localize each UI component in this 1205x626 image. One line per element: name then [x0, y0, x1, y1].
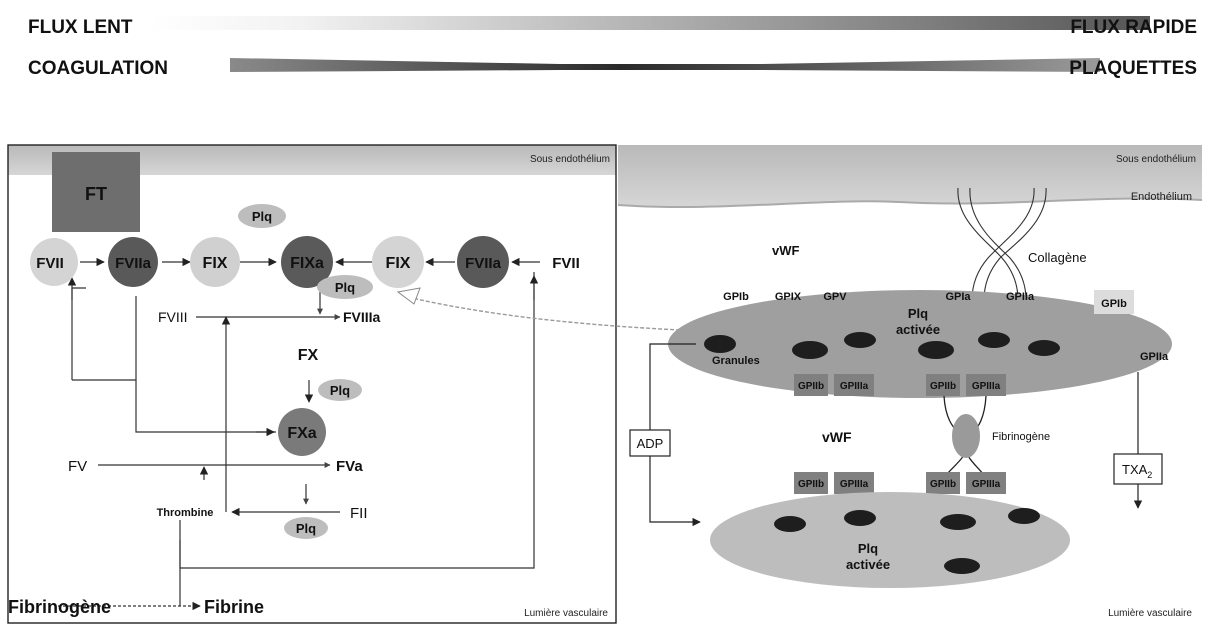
- gpiiia-bottom-1: GPIIIa: [840, 479, 869, 490]
- fx-label: FX: [298, 347, 319, 364]
- fv-label: FV: [68, 458, 87, 475]
- fviia-left-label: FVIIa: [115, 255, 152, 272]
- collagen-fibers: [957, 187, 1047, 301]
- fxa-label: FXa: [287, 425, 316, 442]
- lumiere-vasculaire-right-label: Lumière vasculaire: [1108, 608, 1192, 619]
- platelet-panel: Sous endothélium Endothélium Collagène v…: [617, 145, 1203, 619]
- adp-label: ADP: [637, 436, 664, 451]
- fvii-left-node: [30, 238, 78, 286]
- plq-activee-top-line1: Plq: [908, 306, 928, 321]
- fix-left-label: FIX: [203, 255, 228, 272]
- gpiiia-top-1: GPIIIa: [840, 381, 869, 392]
- endothelium-label: Endothélium: [1131, 191, 1192, 203]
- gpiib-bottom-1: GPIIb: [798, 479, 824, 490]
- activated-platelet-bottom: [710, 492, 1070, 588]
- coagulation-label: COAGULATION: [28, 58, 168, 79]
- endothelium-line: [617, 197, 1203, 208]
- fxa-node: [278, 408, 326, 456]
- gpv-receptor: GPV: [823, 291, 847, 303]
- header: FLUX LENT FLUX RAPIDE COAGULATION PLAQUE…: [0, 16, 1205, 79]
- gpib-receptor-2-box: [1094, 290, 1134, 314]
- txa-text: TXA: [1122, 462, 1148, 477]
- fviia-left-node: [108, 237, 158, 287]
- fviii-label: FVIII: [158, 309, 188, 325]
- link-arrowhead: [396, 287, 421, 305]
- fixa-label: FIXa: [290, 255, 324, 272]
- plq-fixa-node: [317, 275, 373, 299]
- plq-fixa-label: Plq: [335, 280, 355, 295]
- plq-fx-label: Plq: [330, 383, 350, 398]
- gpia-receptor: GPIa: [945, 291, 971, 303]
- flow-gradient-bar: [150, 16, 1150, 30]
- gpiib-bottom-2: GPIIb: [930, 479, 956, 490]
- gpiiia-top-2: GPIIIa: [972, 381, 1001, 392]
- txa2-box: [1113, 453, 1163, 485]
- vwf-top-label: vWF: [772, 243, 800, 258]
- sous-endothelium-label: Sous endothélium: [530, 154, 610, 165]
- coagulation-frame: [7, 144, 617, 624]
- fviiia-label: FVIIIa: [343, 309, 381, 325]
- fix-right-label: FIX: [386, 255, 411, 272]
- fvii-left-label: FVII: [36, 255, 64, 272]
- receptor-boxes-top: [794, 374, 1006, 396]
- lumiere-vasculaire-label: Lumière vasculaire: [524, 608, 608, 619]
- flux-lent-label: FLUX LENT: [28, 17, 133, 38]
- tissue-factor-box: [52, 152, 140, 232]
- fii-label: FII: [350, 505, 368, 522]
- fixa-node: [281, 236, 333, 288]
- fix-left-node: [190, 237, 240, 287]
- fviia-right-label: FVIIa: [465, 255, 502, 272]
- flux-rapide-label: FLUX RAPIDE: [1070, 17, 1197, 38]
- coagulation-platelet-gradient-bar: [230, 58, 1100, 72]
- plq-bottom-node: [284, 517, 328, 539]
- fvii-right-label: FVII: [552, 255, 580, 272]
- coagulation-arrows: [58, 257, 540, 611]
- plq-activee-bottom-line2: activée: [846, 557, 890, 572]
- gpiia-side-label: GPIIa: [1140, 351, 1169, 363]
- collagene-label: Collagène: [1028, 250, 1087, 265]
- gpib-receptor-1: GPIb: [723, 291, 749, 303]
- fibrine-label: Fibrine: [204, 597, 264, 617]
- fibrinogene-right-label: Fibrinogène: [992, 431, 1050, 443]
- fix-right-node: [372, 236, 424, 288]
- thrombine-label: Thrombine: [157, 507, 214, 519]
- fibrinogen-node: [952, 414, 980, 458]
- txa-subscript: 2: [1147, 470, 1152, 480]
- coagulation-panel: Sous endothélium Lumière vasculaire FT: [7, 144, 617, 624]
- ft-label: FT: [85, 184, 107, 204]
- gpiib-top-2: GPIIb: [930, 381, 956, 392]
- plq-activee-top-line2: activée: [896, 322, 940, 337]
- granules-top: [704, 332, 1060, 359]
- gpix-receptor: GPIX: [775, 291, 802, 303]
- plq-top-node: [238, 204, 286, 228]
- plaquettes-label: PLAQUETTES: [1069, 58, 1197, 79]
- gpiia-receptor: GPIIa: [1006, 291, 1035, 303]
- granules-label: Granules: [712, 355, 760, 367]
- granules-bottom: [774, 508, 1040, 574]
- plq-top-label: Plq: [252, 209, 272, 224]
- platelet-to-coagulation-link: [411, 297, 681, 331]
- plq-activee-bottom-line1: Plq: [858, 541, 878, 556]
- vwf-mid-label: vWF: [822, 429, 852, 445]
- fviia-right-node: [457, 236, 509, 288]
- adp-box: [629, 429, 671, 457]
- plq-fx-node: [318, 379, 362, 401]
- sous-endothelium-right-label: Sous endothélium: [1116, 154, 1196, 165]
- fibrinogene-left-label: Fibrinogène: [8, 597, 111, 617]
- gpiib-top-1: GPIIb: [798, 381, 824, 392]
- subendothelium-region: [618, 145, 1202, 207]
- fva-label: FVa: [336, 458, 363, 475]
- activated-platelet-top: [668, 290, 1172, 398]
- gpib-receptor-2: GPIb: [1101, 298, 1127, 310]
- txa2-label: TXA2: [1122, 462, 1152, 480]
- plq-bottom-label: Plq: [296, 521, 316, 536]
- receptor-boxes-bottom: [794, 472, 1006, 494]
- gpiiia-bottom-2: GPIIIa: [972, 479, 1001, 490]
